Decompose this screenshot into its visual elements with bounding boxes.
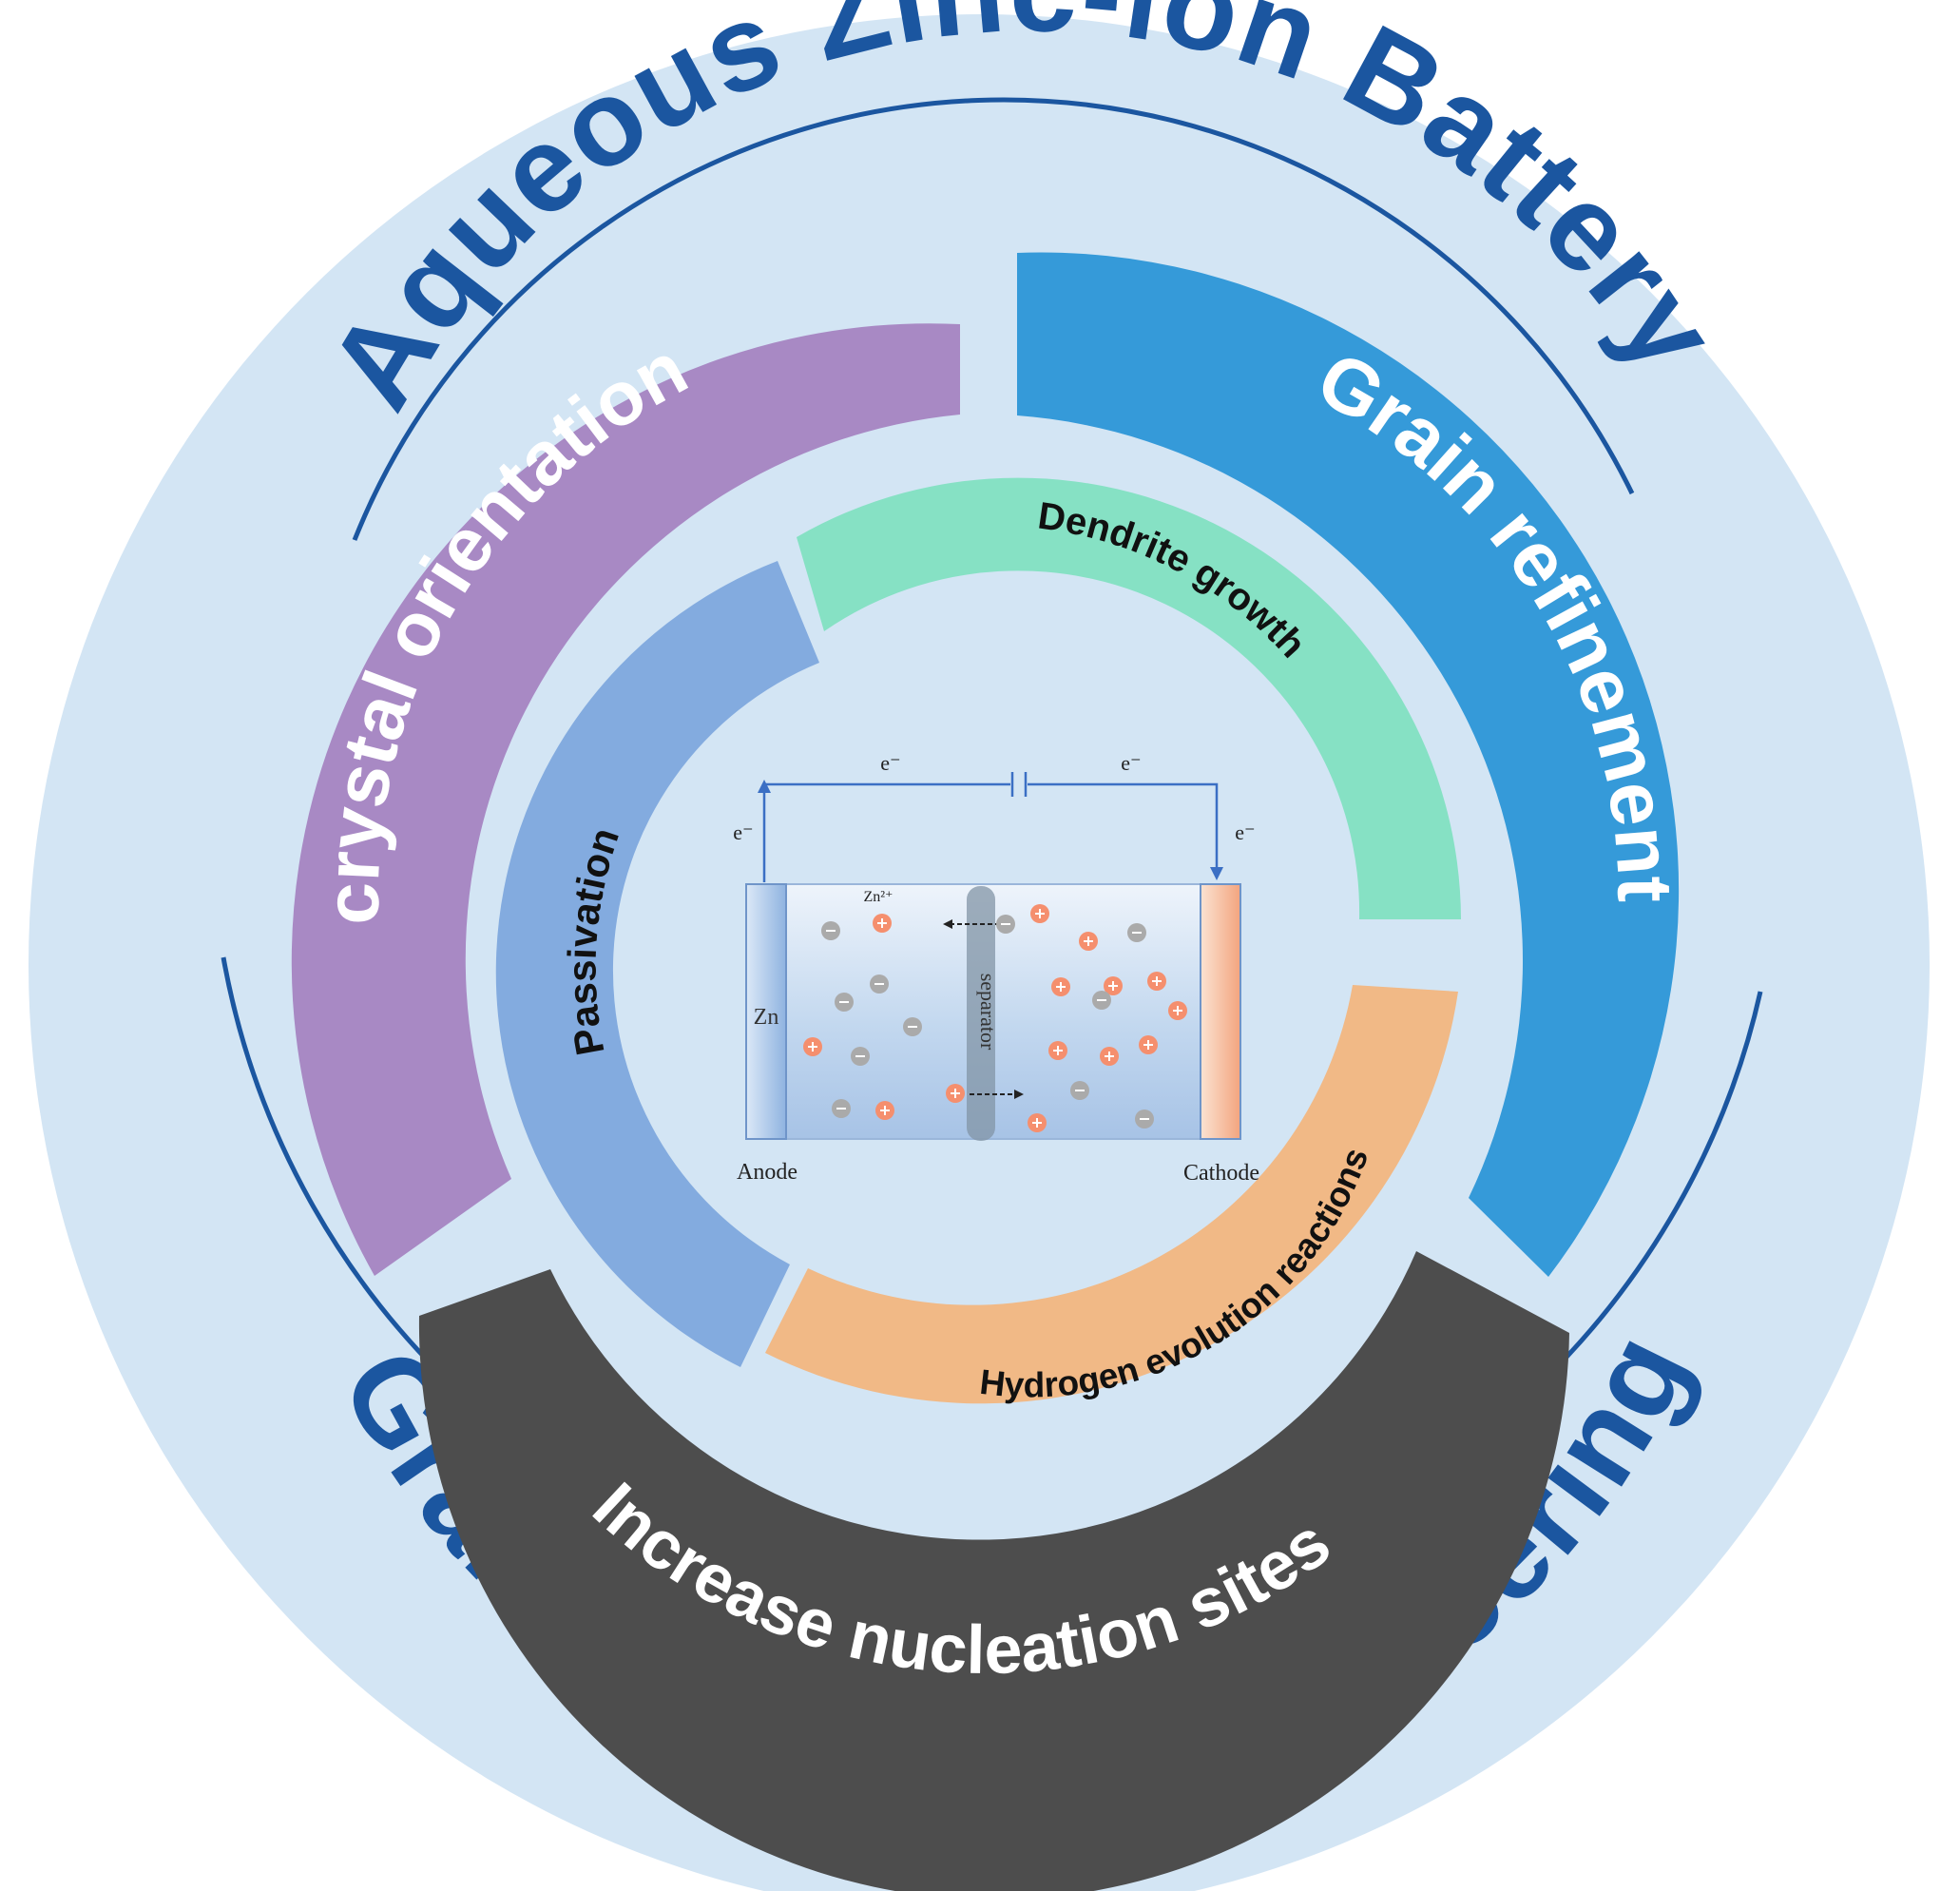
wire-arrow-down — [1210, 867, 1223, 880]
nucleation-segment — [418, 1251, 1569, 1891]
anode-label: Anode — [737, 1160, 797, 1185]
crystal-orientation-segment — [291, 323, 960, 1276]
cathode-plate — [1200, 883, 1241, 1140]
capacitor-gap — [1010, 772, 1028, 797]
electron-label-top-left: e⁻ — [880, 751, 900, 775]
external-circuit-wire — [762, 782, 1219, 882]
hydrogen-evolution-segment — [765, 985, 1458, 1404]
electron-label-right: e⁻ — [1235, 820, 1255, 844]
grain-refinement-segment — [1017, 252, 1680, 1278]
battery-schematic: e⁻ e⁻ e⁻ e⁻ Zn separator Zn²⁺ Anode Cath… — [733, 751, 1259, 1186]
wire-arrow-up — [758, 780, 771, 793]
top-title-underline — [352, 97, 1635, 541]
dendrite-segment — [797, 477, 1461, 919]
anode-material-label: Zn — [754, 1005, 779, 1030]
anode-plate — [745, 883, 787, 1140]
electron-label-top-right: e⁻ — [1121, 751, 1141, 775]
cathode-label: Cathode — [1183, 1161, 1259, 1186]
ion-arrow-left-head — [943, 919, 952, 929]
separator — [967, 886, 995, 1141]
ion-arrow-right-head — [1014, 1090, 1024, 1099]
separator-label: separator — [976, 974, 1000, 1051]
zn-ion-label: Zn²⁺ — [863, 889, 893, 905]
ions-group — [803, 904, 1187, 1132]
electron-label-left: e⁻ — [733, 820, 753, 844]
passivation-segment — [495, 561, 819, 1367]
